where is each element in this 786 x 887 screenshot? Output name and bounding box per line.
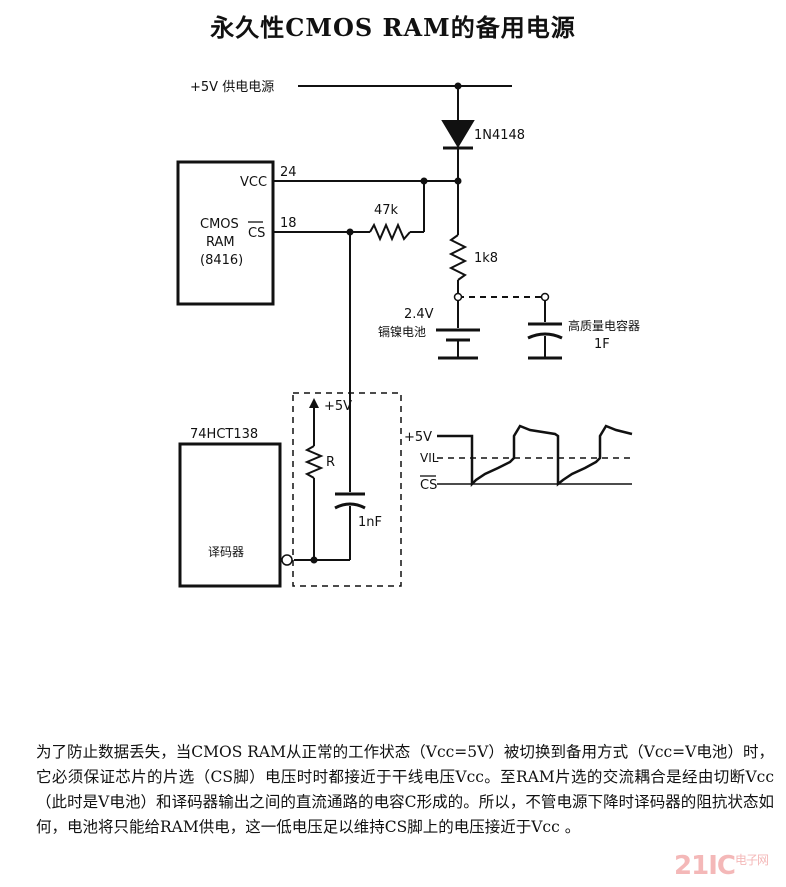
- circuit-diagram: +5V 供电电源 1N4148 24 18 VCC CS CMOS RAM (8…: [176, 80, 640, 588]
- description-text: 为了防止数据丢失，当CMOS RAM从正常的工作状态（Vcc=5V）被切换到备用…: [36, 743, 774, 836]
- node-cap-1f: [540, 292, 550, 302]
- wave-5v-label: +5V: [404, 430, 432, 445]
- wave-cs-label: CS: [420, 478, 437, 493]
- capacitor-value-label: 1F: [594, 337, 610, 352]
- resistor-47k: [369, 222, 411, 242]
- capacitor-name-label: 高质量电容器: [568, 318, 640, 333]
- decoder-chip: [178, 442, 282, 588]
- cap-1f-plate-bottom: [527, 332, 563, 340]
- capacitor-c-label: 1nF: [358, 515, 382, 530]
- node-vcc: [454, 177, 462, 185]
- watermark-sub: 电子网: [734, 853, 769, 867]
- resistor-1k8: [448, 234, 468, 281]
- watermark-logo: 21IC电子网: [674, 851, 769, 881]
- pin-24-label: 24: [280, 165, 297, 180]
- diode-symbol: [441, 120, 475, 148]
- waveform-cs: [437, 424, 633, 488]
- decoder-output-bubble: [281, 554, 293, 566]
- diode-label: 1N4148: [474, 128, 525, 143]
- ram-cs-label: CS: [248, 226, 265, 241]
- resistor-r: [304, 445, 324, 479]
- battery-voltage-label: 2.4V: [404, 307, 434, 322]
- watermark-text: 21IC: [674, 851, 736, 881]
- cap-c-plate-bottom: [334, 502, 366, 510]
- ram-name-line2: RAM: [206, 235, 235, 250]
- page-title: 永久性CMOS RAM的备用电源: [210, 13, 576, 42]
- decoder-name-label: 译码器: [208, 545, 244, 559]
- ram-chip: [176, 160, 275, 306]
- ram-name-line1: CMOS: [200, 217, 239, 232]
- ram-vcc-label: VCC: [240, 175, 267, 190]
- resistor-r-label: R: [326, 455, 335, 470]
- description: 为了防止数据丢失，当CMOS RAM从正常的工作状态（Vcc=5V）被切换到备用…: [36, 740, 774, 840]
- pin-18-label: 18: [280, 216, 297, 231]
- battery-name-label: 镉镍电池: [378, 325, 426, 339]
- node-47k: [420, 177, 428, 185]
- node-battery: [453, 292, 463, 302]
- resistor-47k-label: 47k: [374, 203, 399, 218]
- supply-label: +5V 供电电源: [190, 80, 274, 95]
- pullup-arrow: [309, 398, 319, 408]
- decoder-part-label: 74HCT138: [190, 427, 258, 442]
- resistor-1k8-label: 1k8: [474, 251, 498, 266]
- node-cs: [346, 228, 354, 236]
- wave-vil-label: VIL: [420, 451, 439, 465]
- ram-name-line3: (8416): [200, 253, 243, 268]
- dashed-box: [292, 392, 402, 587]
- node-decoder: [310, 556, 318, 564]
- node-supply: [454, 82, 462, 90]
- pullup-label: +5V: [324, 399, 352, 414]
